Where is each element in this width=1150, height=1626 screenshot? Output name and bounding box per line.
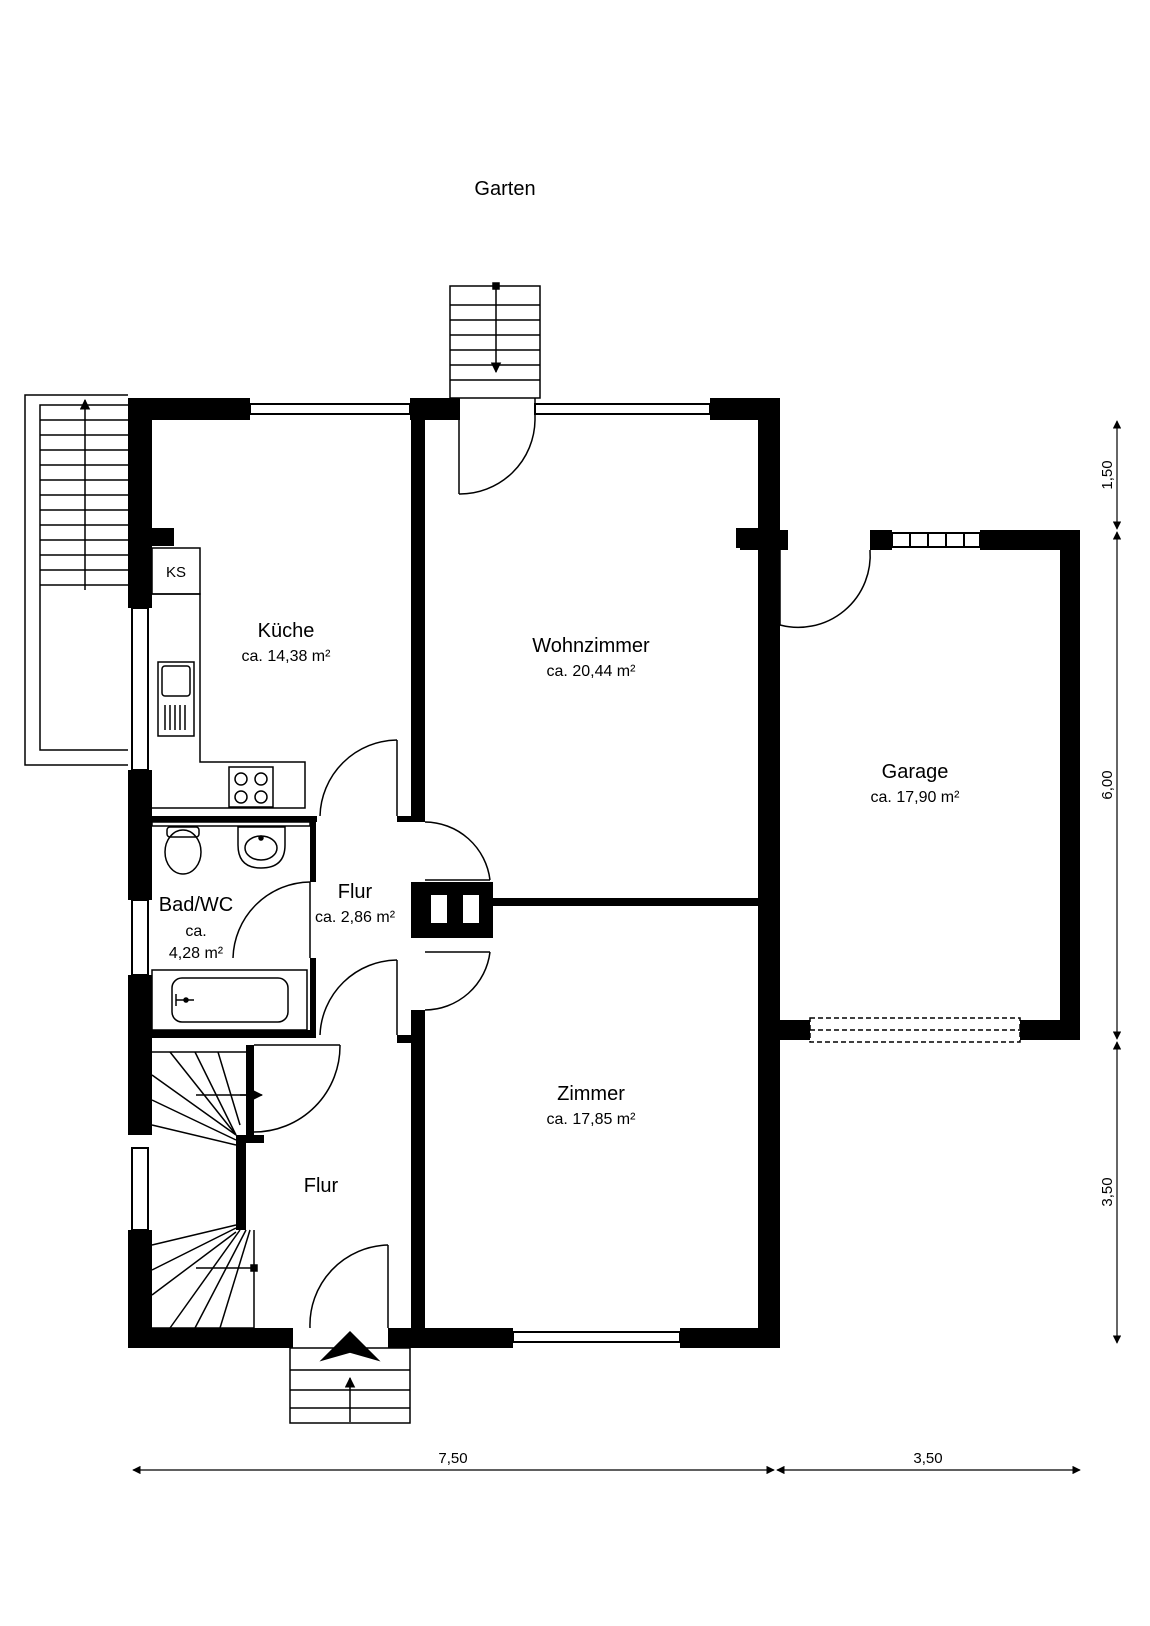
stair-wall: [246, 1045, 254, 1135]
room-name-kueche: Küche: [258, 620, 315, 642]
outer-walls: [128, 398, 780, 1348]
bathtub-icon: [151, 969, 308, 1031]
interior-staircase: [151, 1051, 264, 1329]
room-area-kueche: ca. 14,38 m²: [242, 648, 332, 665]
room-labels: Küche ca. 14,38 m² Wohnzimmer ca. 20,44 …: [159, 620, 960, 1197]
flue-1: [431, 895, 447, 923]
wall-bottom-left: [128, 1328, 293, 1348]
room-name-flur-upper: Flur: [338, 881, 373, 903]
dimension-lines: [132, 420, 1122, 1475]
window-living-top: [534, 403, 711, 415]
washbasin-icon: [237, 826, 286, 869]
room-area-garage: ca. 17,90 m²: [871, 789, 961, 806]
window-stair-left: [131, 1147, 149, 1231]
wall-left-lower: [128, 975, 152, 1135]
doors: [232, 398, 871, 1329]
ks-label: KS: [166, 564, 186, 581]
stair-core: [236, 1135, 246, 1230]
garage-right: [1060, 530, 1080, 1040]
chimney: [411, 882, 493, 938]
dim-depth-top: 1,50: [1099, 460, 1116, 489]
room-area-flur-upper: ca. 2,86 m²: [315, 909, 396, 926]
entrance-arrow-icon: [319, 1330, 381, 1362]
dim-depth-bottom: 3,50: [1099, 1177, 1116, 1206]
wall-living-zimmer: [425, 898, 758, 906]
garage-top-left: [870, 530, 892, 550]
wall-right: [758, 398, 780, 1348]
garden-label: Garten: [474, 178, 535, 200]
room-area-bad-line2: 4,28 m²: [169, 945, 224, 962]
wall-bottom-right: [680, 1328, 780, 1348]
dim-width-house: 7,50: [438, 1450, 467, 1467]
wall-bottom-mid: [388, 1328, 513, 1348]
toilet-icon: [166, 826, 200, 838]
garage-walls: [740, 530, 1080, 1043]
wall-kitchen-living: [411, 420, 425, 820]
wall-left-mid: [128, 770, 152, 900]
stairs-top: [449, 282, 541, 399]
dim-depth-middle: 6,00: [1099, 770, 1116, 799]
room-name-zimmer: Zimmer: [557, 1083, 625, 1105]
garage-top-right: [980, 530, 1080, 550]
garage-bottom-left: [780, 1020, 810, 1040]
garage-vent: [891, 532, 981, 548]
wall-left-upper: [128, 398, 152, 608]
window-zimmer-bottom: [512, 1331, 681, 1343]
kitchen-counter: [151, 547, 306, 809]
wall-kitchen-bottom: [152, 816, 317, 822]
wall-top-mid: [410, 398, 460, 420]
room-area-bad-line1: ca.: [185, 923, 206, 940]
interior-walls: [152, 420, 758, 1328]
window-kitchen-left: [131, 607, 149, 771]
dim-width-garage: 3,50: [913, 1450, 942, 1467]
room-area-wohnzimmer: ca. 20,44 m²: [547, 663, 637, 680]
window-bath-left: [131, 899, 149, 976]
garage-bottom-right: [1020, 1020, 1080, 1040]
window-kitchen-top: [249, 403, 411, 415]
stairs-left: [24, 394, 128, 766]
wall-bath-bottom: [152, 1030, 316, 1038]
room-name-bad: Bad/WC: [159, 894, 233, 916]
room-name-wohnzimmer: Wohnzimmer: [532, 635, 650, 657]
bath-fixtures: [151, 821, 311, 1031]
dimension-labels: 7,50 3,50 1,50 6,00 3,50: [438, 460, 1116, 1467]
stairs-entrance: [289, 1330, 411, 1424]
wall-flur-zimmer: [411, 1010, 425, 1328]
room-area-zimmer: ca. 17,85 m²: [547, 1111, 637, 1128]
room-name-garage: Garage: [882, 761, 949, 783]
wall-top-left: [128, 398, 250, 420]
room-name-flur-lower: Flur: [304, 1175, 339, 1197]
flue-2: [463, 895, 479, 923]
